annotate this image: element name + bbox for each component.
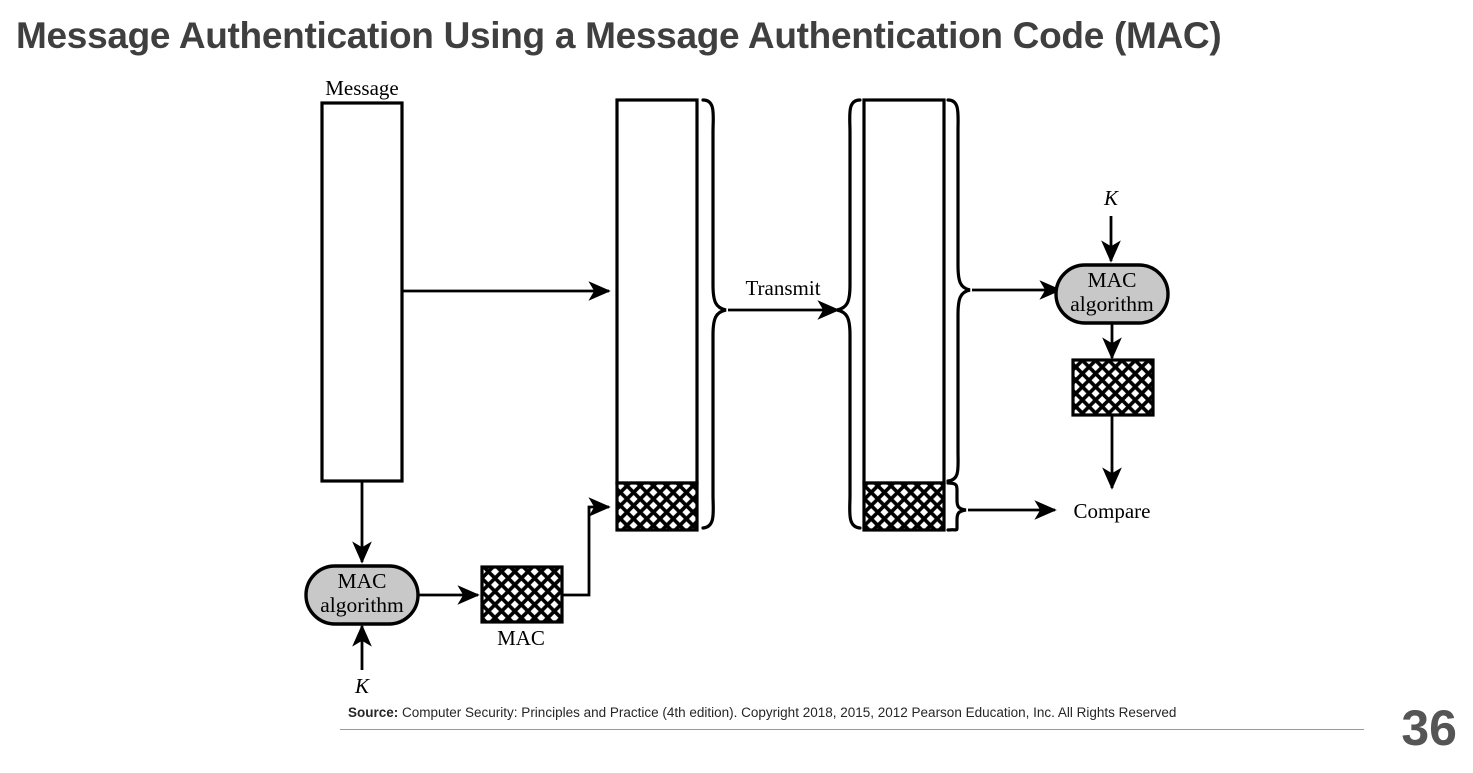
mac-value-receiver xyxy=(1071,358,1155,417)
sender-packet-brace xyxy=(701,98,727,530)
source-label: Source: xyxy=(348,705,399,720)
mac-authentication-diagram: Message MAC algorithm K MAC Transmit xyxy=(304,76,1170,695)
transmitted-message-block xyxy=(615,98,699,485)
page-title: Message Authentication Using a Message A… xyxy=(16,15,1222,56)
page-number: 36 xyxy=(1401,700,1457,756)
source-divider xyxy=(340,729,1364,730)
received-message-block xyxy=(862,98,946,485)
message-label: Message xyxy=(325,76,398,100)
received-mac-brace xyxy=(946,481,967,532)
mac-algorithm-receiver-line1: MAC xyxy=(1088,268,1137,292)
key-receiver-label: K xyxy=(1103,186,1119,210)
mac-algorithm-sender-line1: MAC xyxy=(338,569,387,593)
received-message-brace xyxy=(946,98,971,483)
mac-algorithm-receiver-line2: algorithm xyxy=(1070,292,1154,316)
transmit-label: Transmit xyxy=(745,276,820,300)
mac-value-to-transmitted-mac-arrow xyxy=(562,497,611,597)
key-sender-label: K xyxy=(354,674,370,695)
source-note: Source: Computer Security: Principles an… xyxy=(348,705,1358,720)
mac-value-sender-label: MAC xyxy=(497,626,545,650)
message-block xyxy=(320,101,404,483)
transmitted-mac-block xyxy=(615,481,699,532)
source-text: Computer Security: Principles and Practi… xyxy=(398,705,1177,720)
compare-label: Compare xyxy=(1074,499,1151,523)
mac-algorithm-sender-line2: algorithm xyxy=(320,593,404,617)
mac-value-sender xyxy=(480,565,564,624)
receiver-packet-brace xyxy=(836,98,862,530)
received-mac-block xyxy=(862,481,946,532)
